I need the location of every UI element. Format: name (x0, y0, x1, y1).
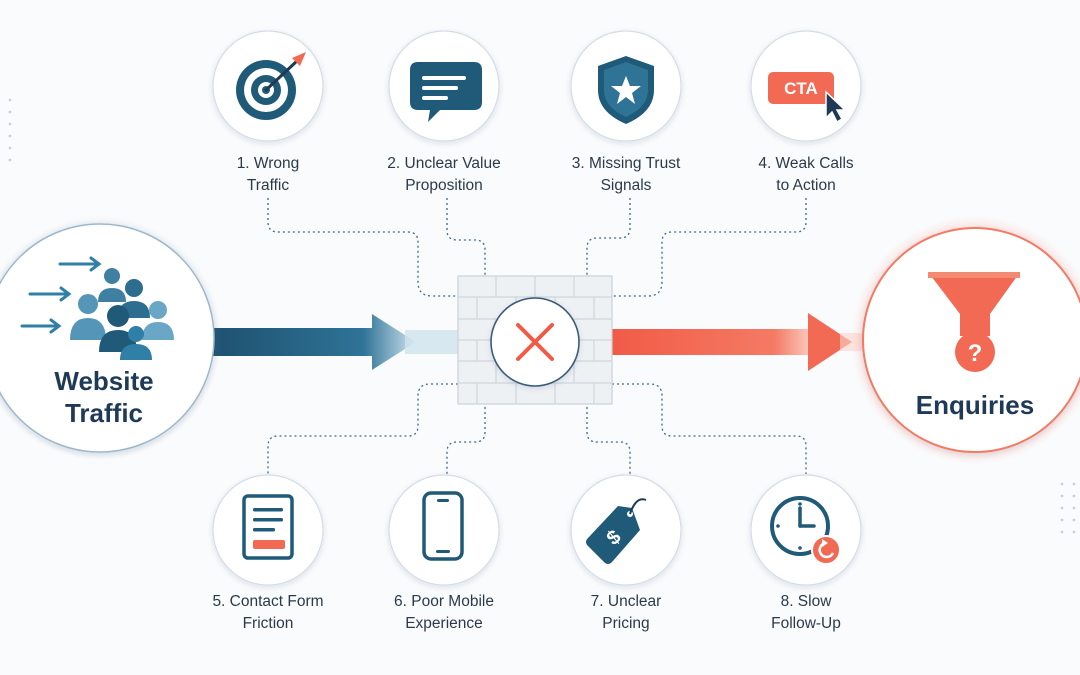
funnel-question-mark: ? (968, 340, 983, 367)
form-icon (242, 494, 294, 560)
shield-star-icon (598, 56, 654, 124)
issue-3-label-line1: 3. Missing Trust (572, 155, 681, 172)
clock-return-icon (770, 496, 841, 565)
right-dot-decoration (1060, 482, 1076, 534)
issue-unclear-pricing: $ 7. Unclear Pricing (570, 474, 682, 632)
issue-4-label-line2: to Action (776, 177, 835, 194)
issue-5-label-line1: 5. Contact Form (212, 593, 323, 610)
traffic-flow-arrow (205, 314, 460, 370)
connector-lines (267, 198, 807, 474)
issue-unclear-value-proposition: 2. Unclear Value Proposition (387, 30, 501, 194)
issue-missing-trust-signals: 3. Missing Trust Signals (570, 30, 682, 194)
traffic-arrows-icon (20, 256, 102, 334)
issue-4-label-line1: 4. Weak Calls (758, 155, 854, 172)
issue-7-label-line1: 7. Unclear (591, 593, 662, 610)
website-traffic-label-line1: Website (54, 366, 153, 396)
cta-button-text: CTA (784, 79, 818, 98)
enquiries-label: Enquiries (916, 390, 1034, 420)
enquiries-node: ? Enquiries (851, 216, 1080, 464)
funnel-question-icon: ? (928, 272, 1020, 372)
issue-8-label-line2: Follow-Up (771, 615, 841, 632)
website-traffic-node: Website Traffic (0, 216, 222, 460)
issue-6-label-line2: Experience (405, 615, 483, 632)
issue-slow-follow-up: 8. Slow Follow-Up (750, 474, 862, 632)
issue-2-label-line2: Proposition (405, 177, 483, 194)
issue-1-label-line2: Traffic (247, 177, 289, 194)
cta-cursor-icon: CTA (768, 72, 847, 124)
left-dot-decoration (8, 98, 12, 162)
issue-3-label-line2: Signals (601, 177, 652, 194)
issue-5-label-line2: Friction (243, 615, 294, 632)
issue-wrong-traffic: 1. Wrong Traffic (212, 30, 324, 194)
target-icon (236, 52, 306, 120)
crowd-icon (70, 268, 174, 360)
blocked-x-icon (490, 297, 580, 387)
price-tag-icon: $ (586, 498, 647, 564)
issue-poor-mobile-experience: 6. Poor Mobile Experience (388, 474, 500, 632)
issue-6-label-line1: 6. Poor Mobile (394, 593, 494, 610)
enquiry-flow-arrow (606, 313, 880, 371)
issue-1-label-line1: 1. Wrong (237, 155, 300, 172)
issue-2-label-line1: 2. Unclear Value (387, 155, 500, 172)
website-traffic-label-line2: Traffic (65, 398, 143, 428)
issue-8-label-line1: 8. Slow (781, 593, 833, 610)
issue-weak-calls-to-action: CTA 4. Weak Calls to Action (750, 30, 862, 194)
speech-bubble-icon (410, 62, 482, 122)
issue-7-label-line2: Pricing (602, 615, 649, 632)
mobile-phone-icon (422, 491, 464, 561)
issue-contact-form-friction: 5. Contact Form Friction (212, 474, 324, 632)
